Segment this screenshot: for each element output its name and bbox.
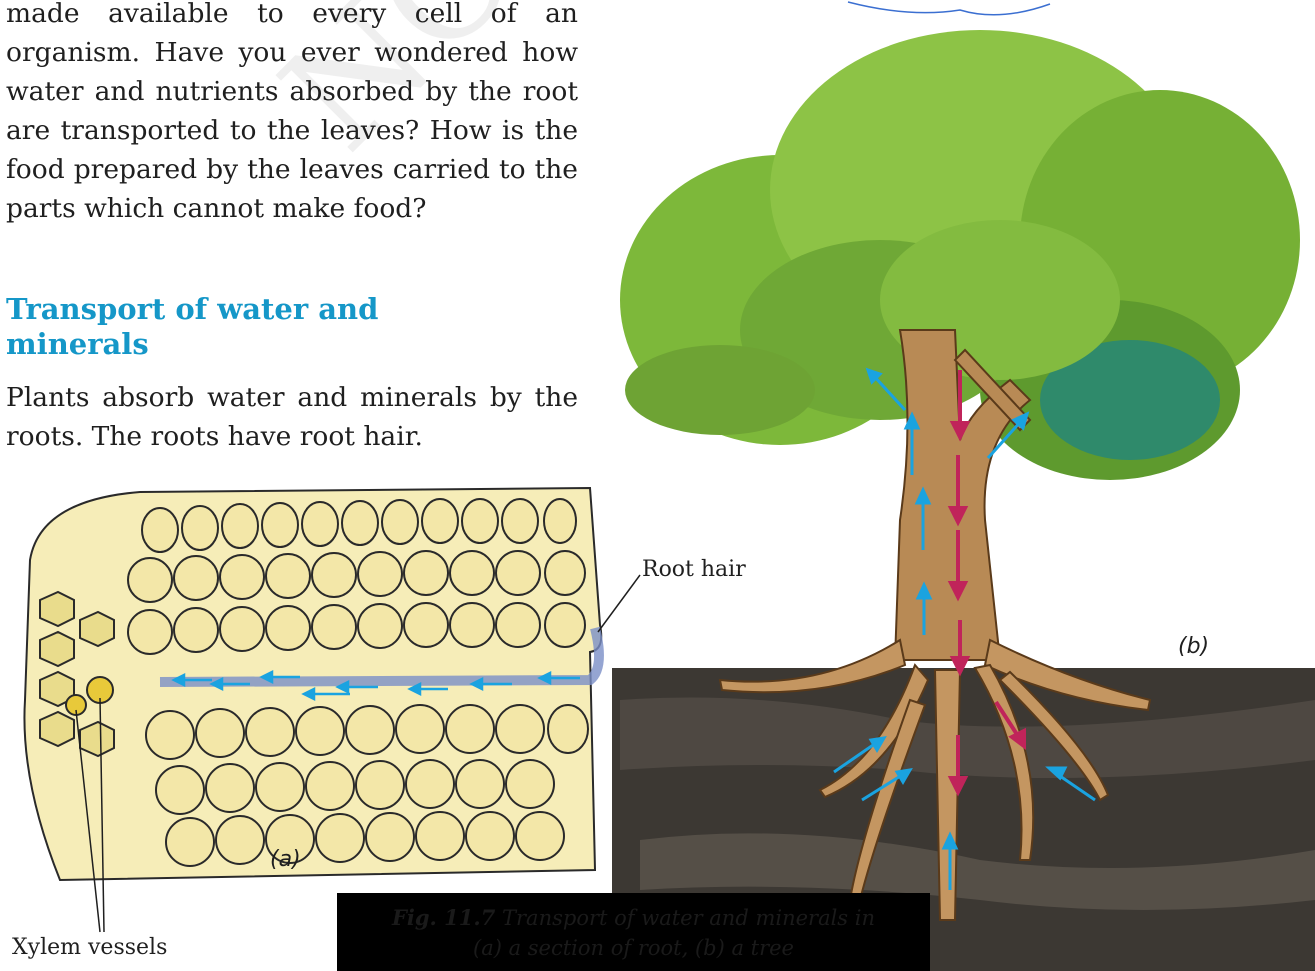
caption-line-2: (a) a section of root, (b) a tree	[473, 936, 794, 960]
label-xylem-vessels: Xylem vessels	[12, 935, 167, 960]
section-heading: Transport of water and minerals	[6, 292, 526, 362]
label-root-hair: Root hair	[642, 557, 746, 582]
figure-number: Fig. 11.7	[392, 905, 495, 930]
caption-line-1: Transport of water and minerals in	[502, 906, 875, 930]
figure-caption: Fig. 11.7 Transport of water and mineral…	[337, 893, 930, 971]
label-panel-a: (a)	[270, 847, 301, 872]
paragraph-intro: made available to every cell of an organ…	[6, 0, 578, 228]
paragraph-roots: Plants absorb water and minerals by the …	[6, 378, 578, 456]
label-panel-b: (b)	[1178, 634, 1209, 659]
root-hair-leader	[598, 575, 640, 632]
